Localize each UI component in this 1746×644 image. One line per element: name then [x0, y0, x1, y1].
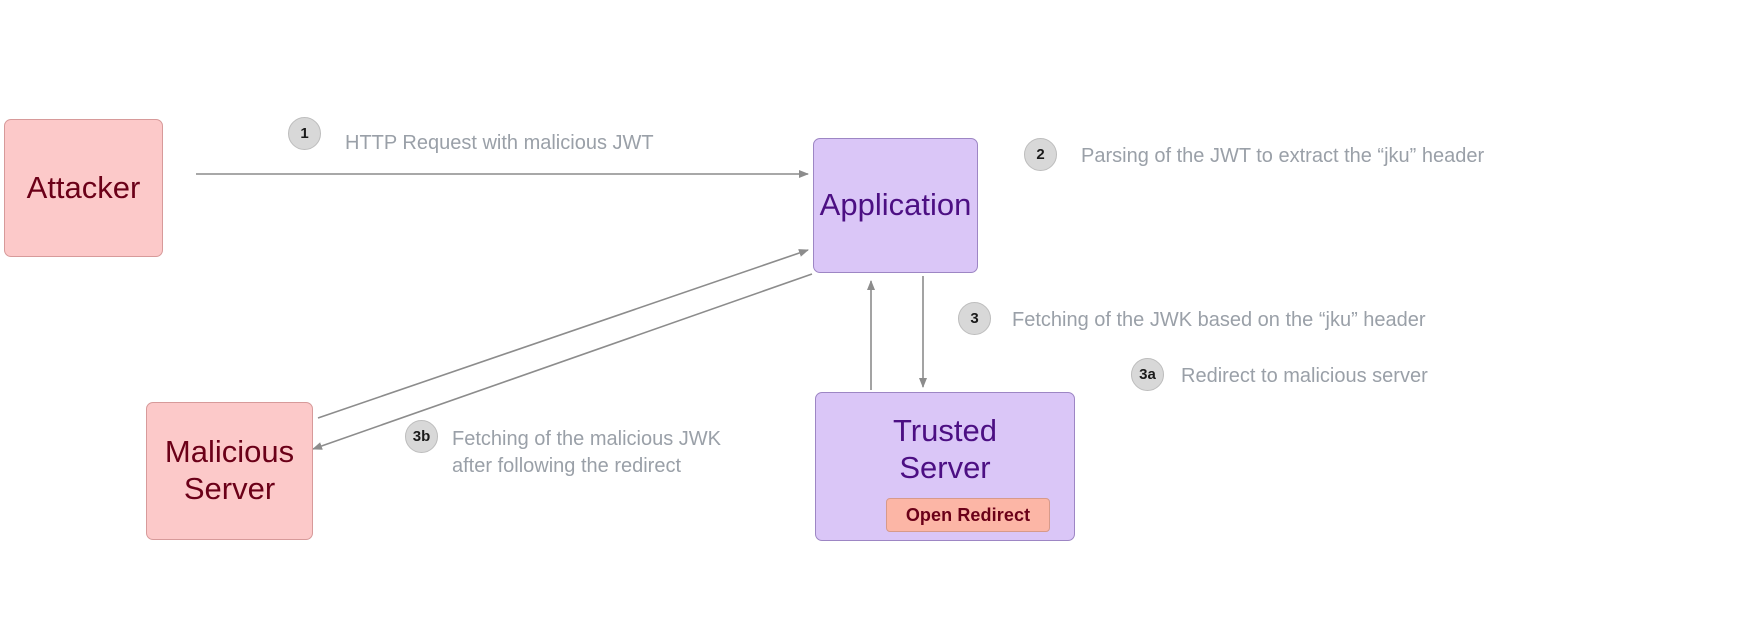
status-badge-open-redirect-label: Open Redirect [905, 504, 1031, 525]
step-caption-2: Parsing of the JWT to extract the “jku” … [1081, 145, 1485, 167]
step-caption-1: HTTP Request with malicious JWT [345, 132, 654, 154]
node-malicious-server[interactable]: Malicious Server [146, 402, 313, 540]
step-caption-3b: Fetching of the malicious JWK after foll… [452, 428, 721, 477]
node-trusted-server[interactable]: Trusted Server [815, 392, 1075, 541]
step-marker-3a: 3a [1131, 358, 1164, 391]
node-malicious-server-label: Malicious Server [164, 434, 295, 506]
step-marker-2-label: 2 [1036, 146, 1045, 163]
step-marker-3: 3 [958, 302, 991, 335]
arrow-malicious-server-to-application [317, 249, 809, 419]
step-marker-3a-label: 3a [1139, 366, 1156, 383]
step-marker-1: 1 [288, 117, 321, 150]
step-marker-1-label: 1 [300, 125, 309, 142]
step-marker-3b-label: 3b [412, 428, 431, 445]
arrow-application-to-malicious-server [312, 273, 813, 450]
node-attacker-label: Attacker [26, 169, 141, 205]
step-marker-2: 2 [1024, 138, 1057, 171]
step-marker-3-label: 3 [970, 310, 979, 327]
node-attacker[interactable]: Attacker [4, 119, 163, 257]
node-application[interactable]: Application [813, 138, 978, 273]
step-caption-3: Fetching of the JWK based on the “jku” h… [1012, 309, 1426, 331]
node-trusted-server-label: Trusted Server [893, 413, 997, 485]
step-caption-3a: Redirect to malicious server [1181, 365, 1428, 387]
step-marker-3b: 3b [405, 420, 438, 453]
node-application-label: Application [819, 187, 972, 223]
status-badge-open-redirect[interactable]: Open Redirect [886, 498, 1050, 532]
